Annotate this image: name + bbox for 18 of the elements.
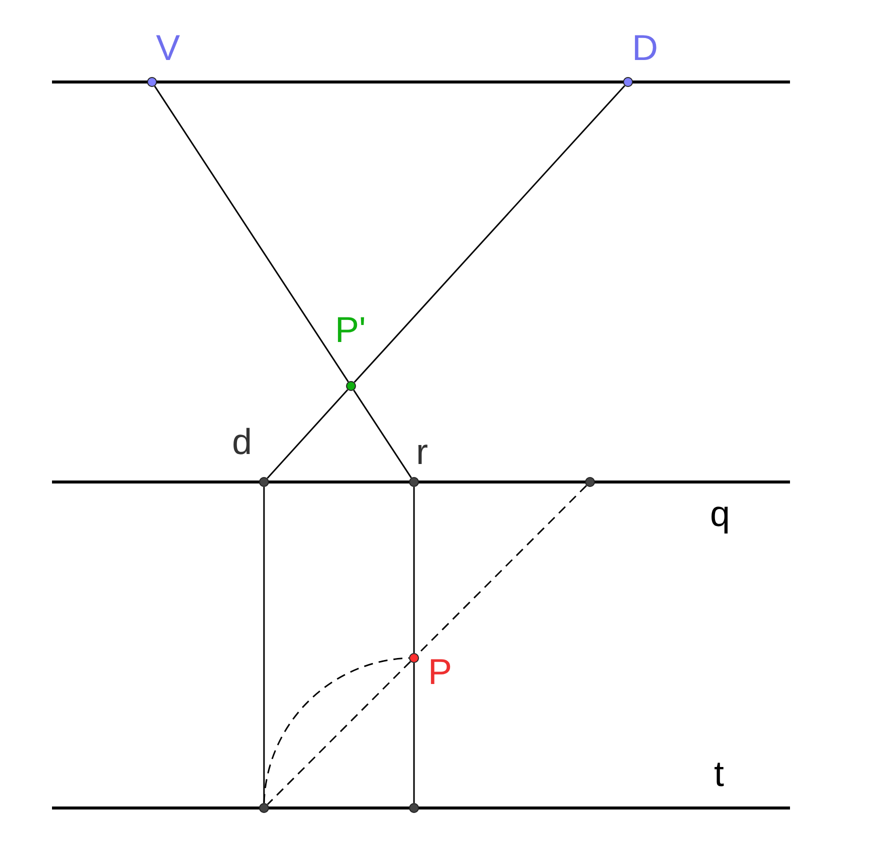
line-segment (353, 390, 412, 478)
line-segment (154, 86, 349, 382)
point-label: P' (335, 312, 366, 348)
line-label: t (714, 756, 724, 792)
point-label: D (632, 30, 658, 66)
line-segment (413, 663, 415, 803)
point-label: V (156, 30, 180, 66)
point-label: P (428, 654, 452, 690)
point-marker (409, 803, 419, 813)
point-marker (259, 803, 269, 813)
line-segment (263, 487, 265, 803)
line-segment (413, 487, 415, 653)
point-marker (585, 477, 595, 487)
point-label: r (416, 434, 428, 470)
point-label: d (232, 424, 252, 460)
line-segment (354, 85, 626, 383)
line-label: q (710, 496, 730, 532)
line-segment (266, 389, 348, 479)
